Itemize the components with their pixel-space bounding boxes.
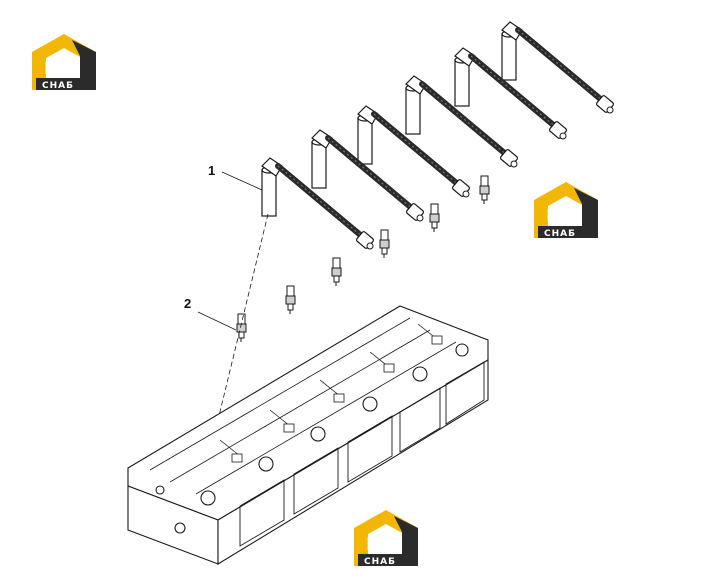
spark-plug-3 — [331, 257, 342, 287]
spark-plug-6 — [479, 175, 490, 205]
callout-1-label: 1 — [208, 163, 215, 178]
logo-caption: СНАБ — [42, 81, 74, 91]
alignment-line — [217, 213, 269, 421]
spark-plug-1 — [236, 313, 247, 343]
logo-caption: СНАБ — [364, 557, 396, 567]
callout-1: 1 — [208, 163, 263, 191]
logo-watermark-bottom: НЗ СНАБ — [354, 510, 418, 567]
spark-plug-4 — [379, 229, 390, 259]
spark-plug-2 — [285, 285, 296, 315]
cylinder-head — [127, 305, 489, 565]
callout-2: 2 — [184, 296, 237, 331]
logo-caption: СНАБ — [544, 229, 576, 239]
spark-plug-5 — [429, 203, 440, 233]
logo-watermark-top-left: НЗ СНАБ — [32, 34, 96, 91]
logo-watermark-right: НЗ СНАБ — [534, 182, 598, 239]
logo-letters: НЗ — [366, 534, 394, 555]
callout-2-label: 2 — [184, 296, 191, 311]
logo-letters: НЗ — [44, 58, 72, 79]
logo-letters: НЗ — [546, 206, 574, 227]
